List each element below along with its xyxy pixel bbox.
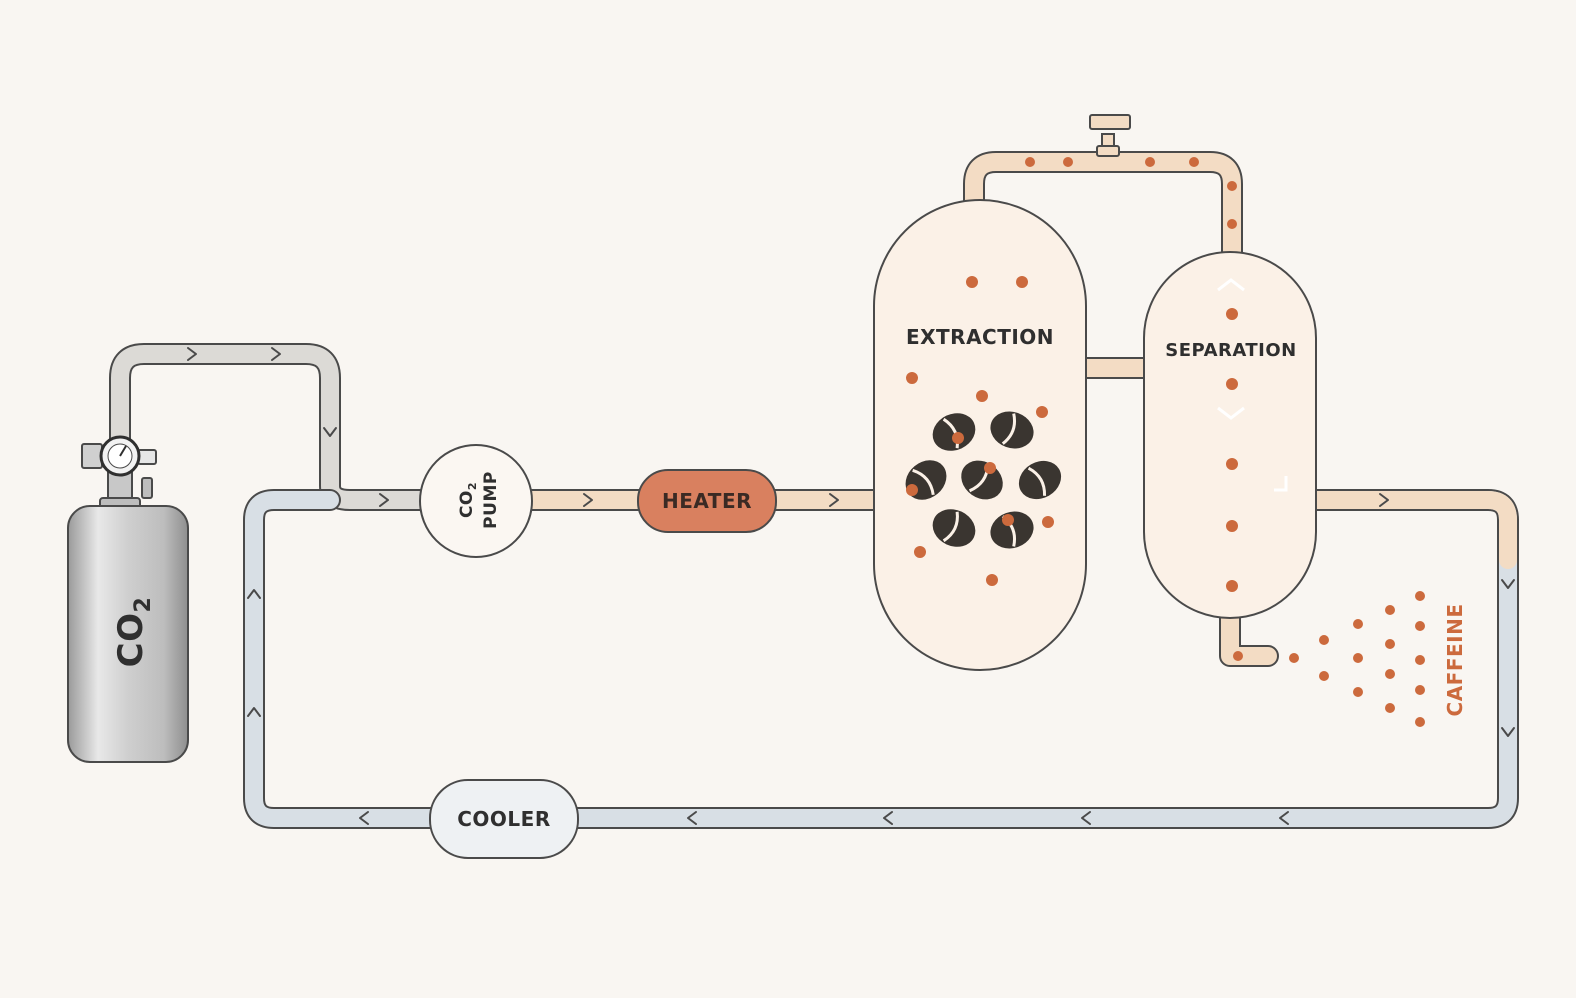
pipes	[109, 151, 1519, 829]
chevron-arrow-icon	[687, 811, 697, 825]
corner-mark-icon	[1274, 476, 1288, 492]
cooler[interactable]: COOLER	[429, 779, 579, 859]
pump-label-line1: CO2	[457, 482, 479, 518]
heater[interactable]: HEATER	[637, 469, 777, 533]
extraction-label: EXTRACTION	[906, 325, 1054, 349]
flow-chevrons	[187, 347, 1515, 825]
tank-label: CO2	[111, 597, 156, 668]
pump-label-line2: PUMP	[481, 471, 501, 529]
caffeine-particles	[906, 157, 1425, 727]
chevron-arrow-icon	[1081, 811, 1091, 825]
coffee-bean-icon	[990, 411, 1034, 449]
up-chevron-icon	[1217, 278, 1245, 292]
co2-pump[interactable]: CO2 PUMP	[419, 444, 533, 558]
chevron-arrow-icon	[323, 427, 337, 437]
chevron-arrow-icon	[359, 811, 369, 825]
chevron-arrow-icon	[271, 347, 281, 361]
gas-cylinder-icon	[67, 469, 189, 763]
chevron-arrow-icon	[187, 347, 197, 361]
chevron-arrow-icon	[1501, 579, 1515, 589]
extraction-vessel[interactable]: EXTRACTION	[873, 199, 1087, 671]
tank-feed-pipe	[109, 343, 431, 511]
coffee-bean-icon	[932, 413, 976, 451]
chevron-arrow-icon	[379, 493, 389, 507]
chevron-arrow-icon	[883, 811, 893, 825]
chevron-arrow-icon	[247, 707, 261, 717]
pressure-gauge-icon	[81, 435, 157, 477]
co2-tank: CO2	[67, 435, 189, 763]
chevron-arrow-icon	[1279, 811, 1289, 825]
chevron-arrow-icon	[1379, 493, 1389, 507]
chevron-arrow-icon	[583, 493, 593, 507]
separation-vessel[interactable]: SEPARATION	[1143, 251, 1317, 619]
separation-label: SEPARATION	[1165, 340, 1296, 361]
chevron-arrow-icon	[247, 589, 261, 599]
heater-label: HEATER	[662, 489, 752, 513]
caffeine-label: CAFFEINE	[1443, 604, 1467, 717]
valve-icon	[1089, 114, 1131, 157]
chevron-arrow-icon	[1501, 727, 1515, 737]
coffee-bean-icon	[932, 509, 976, 547]
cooler-label: COOLER	[457, 807, 551, 831]
coffee-bean-icon	[1018, 460, 1062, 500]
chevron-arrow-icon	[829, 493, 839, 507]
down-chevron-icon	[1217, 406, 1245, 420]
